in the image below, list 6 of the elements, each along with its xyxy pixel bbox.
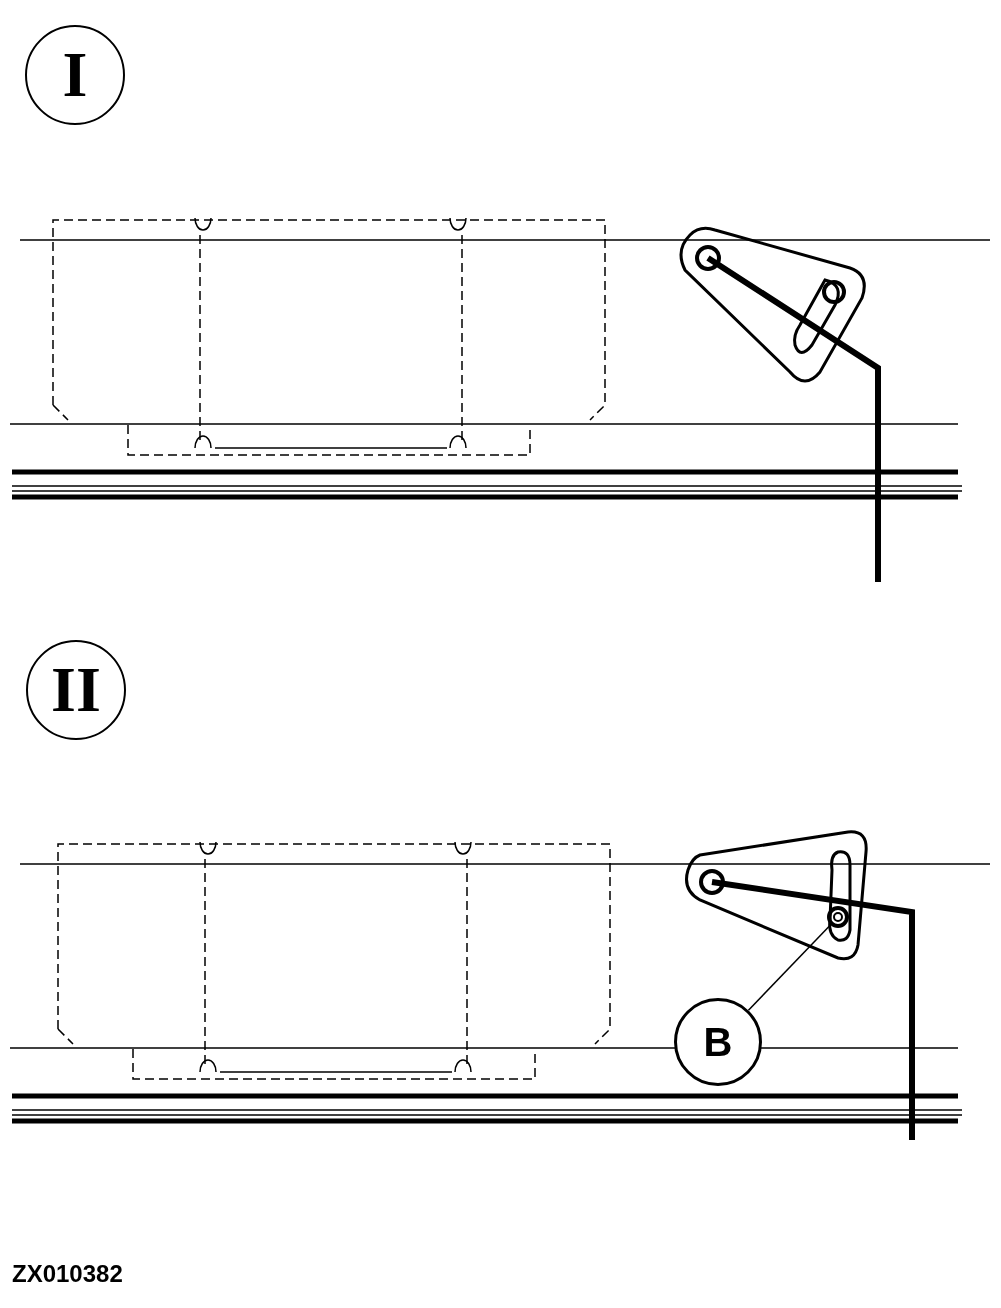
panel-number: II [26,640,126,740]
bolt-icon [826,905,850,929]
callout-letter: B [674,998,762,1086]
figure-code: ZX010382 [12,1260,123,1288]
panel-number: I [25,25,125,125]
leader-line [747,924,831,1011]
